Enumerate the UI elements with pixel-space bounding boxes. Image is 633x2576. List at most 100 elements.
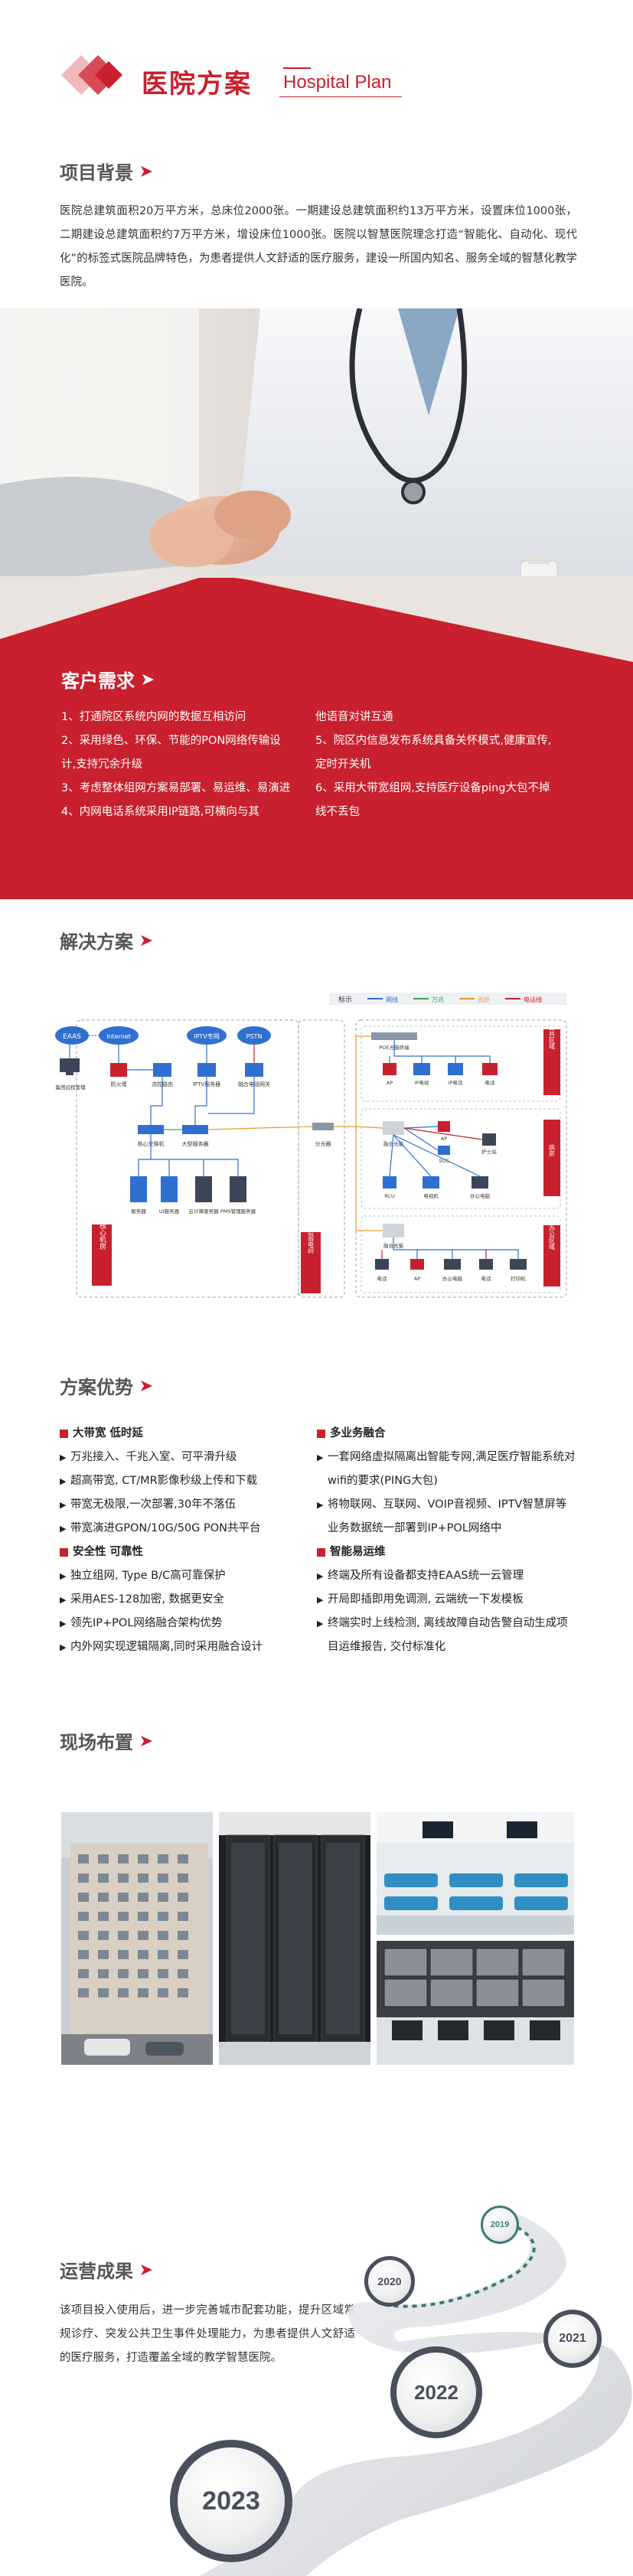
triangle-bullet-icon: ▶: [60, 1500, 67, 1510]
solution-section-title: 解决方案: [60, 927, 153, 954]
connection-lines: [69, 1035, 519, 1259]
chevron-right-icon: [142, 673, 154, 685]
site-section-title: 现场布置: [60, 1727, 153, 1754]
advantage-item-text: 终端及所有设备都支持EAAS统一云管理: [328, 1570, 524, 1582]
data-center-label: 核心机房: [98, 1221, 106, 1251]
advantage-item-text: 开局即插即用免调测, 云端统一下发模板: [328, 1593, 524, 1606]
advantage-item-text: 领先IP+POL网络融合架构优势: [70, 1617, 223, 1629]
advantage-heading-text: 安全性 可靠性: [73, 1546, 144, 1558]
year-2023-marker: 2023: [170, 2440, 292, 2562]
zone-office-label: 办公区域: [549, 1224, 556, 1250]
svg-text:护士站: 护士站: [481, 1148, 497, 1155]
advantages-title-text: 方案优势: [60, 1377, 133, 1398]
requirements-left-column: 1、打通院区系统内网的数据互相访问 2、采用绿色、环保、节能的PON网络传输设计…: [61, 706, 291, 824]
network-topology-diagram: 标示 网线 万兆 光纤 电话线 核心机房 楼层弱电间 公共区域: [46, 983, 574, 1320]
nurse-station-icon: 护士站: [481, 1133, 497, 1155]
advantage-item-text: 万兆接入、千兆入室、可平滑升级: [70, 1451, 237, 1463]
iptv-tv-icon: IP电视: [413, 1063, 430, 1086]
advantage-item: ▶万兆接入、千兆入室、可平滑升级: [60, 1446, 312, 1469]
server-room-photo: [219, 1812, 370, 2065]
advantage-heading: 多业务融合: [317, 1422, 577, 1446]
svg-text:办公电脑: 办公电脑: [442, 1275, 463, 1282]
red-square-bullet-icon: [317, 1548, 325, 1557]
triangle-bullet-icon: ▶: [60, 1453, 67, 1462]
svg-text:分光器: 分光器: [315, 1140, 331, 1147]
svg-text:电视机: 电视机: [423, 1192, 439, 1199]
advantage-item-text: 一套网络虚拟隔离出智能专网,满足医疗智能系统对wifi的要求(PING大包): [328, 1451, 576, 1487]
advantage-item: ▶超高带宽, CT/MR影像秒级上传和下载: [60, 1469, 312, 1493]
svg-text:电话线: 电话线: [524, 996, 542, 1003]
advantage-item-text: 采用AES-128加密, 数据更安全: [70, 1593, 224, 1606]
advantage-item: ▶内外网实现逻辑隔离,同时采用融合设计: [60, 1635, 312, 1659]
svg-text:网线: 网线: [386, 996, 398, 1003]
advantage-item: ▶采用AES-128加密, 数据更安全: [60, 1588, 312, 1612]
waiting-hall-photo: [377, 1812, 574, 1935]
requirements-background-band: [0, 578, 633, 899]
office-phone2-icon: 电话: [479, 1259, 493, 1282]
chevron-right-icon: [141, 1380, 152, 1391]
advantage-item-text: 带宽演进GPON/10G/50G PON共平台: [70, 1522, 261, 1534]
ui-server-icon: UI服务器: [159, 1176, 180, 1215]
svg-text:光纤: 光纤: [478, 996, 490, 1003]
advantage-item: ▶领先IP+POL网络融合架构优势: [60, 1612, 312, 1635]
svg-text:电话: 电话: [481, 1275, 492, 1282]
triangle-bullet-icon: ▶: [60, 1476, 67, 1486]
hospital-building-photo: [61, 1812, 213, 2065]
red-square-bullet-icon: [60, 1548, 68, 1557]
triangle-bullet-icon: ▶: [317, 1500, 324, 1510]
internet-cloud-icon: Internet: [99, 1026, 139, 1045]
advantage-heading: 大带宽 低时延: [60, 1422, 312, 1446]
advantage-item: ▶ 开局即插即用免调测, 云端统一下发模板: [317, 1588, 577, 1612]
svg-text:防火墙: 防火墙: [111, 1081, 127, 1087]
svg-text:PSTN: PSTN: [246, 1033, 263, 1040]
svg-text:AP: AP: [387, 1080, 393, 1086]
svg-text:IP电话: IP电话: [449, 1079, 463, 1086]
advantage-heading-text: 智能易运维: [330, 1546, 386, 1558]
page-title: 医院方案: [142, 69, 252, 99]
chevron-right-icon: [141, 165, 152, 177]
triangle-bullet-icon: ▶: [317, 1571, 324, 1581]
advantages-left-column: 大带宽 低时延▶万兆接入、千兆入室、可平滑升级▶超高带宽, CT/MR影像秒级上…: [60, 1422, 312, 1659]
advantage-item: ▶ 一套网络虚拟隔离出智能专网,满足医疗智能系统对wifi的要求(PING大包): [317, 1446, 577, 1493]
ip-phone-icon: IP电话: [448, 1063, 463, 1086]
svg-text:大型服务器: 大型服务器: [182, 1140, 209, 1147]
advantage-item-text: 独立组网, Type B/C高可靠保护: [70, 1570, 226, 1582]
title-underline: [279, 96, 402, 97]
year-2020-marker: 2020: [364, 2256, 415, 2307]
office-ap-icon: AP: [410, 1259, 424, 1282]
advantage-item-text: 带宽无极限,一次部署,30年不落伍: [70, 1498, 237, 1511]
zone-ward-label: 病房: [549, 1143, 556, 1157]
weak-room-label: 楼层弱电间: [308, 1222, 315, 1254]
office-phone-icon: 电话: [375, 1259, 389, 1282]
firewall-icon: 防火墙: [110, 1063, 127, 1087]
page-title-english: Hospital Plan: [283, 72, 392, 93]
pstn-cloud-icon: PSTN: [237, 1026, 271, 1045]
year-2019-marker: 2019: [481, 2206, 519, 2244]
phone-icon: 电话: [482, 1063, 498, 1086]
title-accent-line: [283, 67, 311, 69]
triangle-bullet-icon: ▶: [317, 1595, 324, 1605]
svg-text:集团远程管理: 集团远程管理: [56, 1084, 86, 1091]
requirement-item: 5、院区内信息发布系统具备关怀模式,健康宣传,定时开关机: [315, 735, 552, 771]
svg-text:服务器: 服务器: [131, 1208, 146, 1215]
advantage-heading-text: 多业务融合: [330, 1427, 386, 1440]
chevron-right-icon: [141, 1735, 152, 1746]
ward-ap-icon: AP: [438, 1121, 450, 1142]
office-pc-icon: 办公电脑: [470, 1176, 491, 1199]
remote-management-pc-icon: 集团远程管理: [56, 1058, 86, 1091]
pms-server-icon: PMS管理服务器: [220, 1176, 256, 1215]
monitoring-center-photo: [377, 1941, 574, 2065]
splitter-icon: 分光器: [312, 1123, 334, 1147]
svg-text:SOS: SOS: [439, 1158, 449, 1164]
svg-text:RCU: RCU: [384, 1193, 395, 1199]
requirement-item: 1、打通院区系统内网的数据互相访问: [61, 711, 246, 723]
requirement-item: 4、内网电话系统采用IP链路,可横向与其: [61, 806, 259, 818]
triangle-bullet-icon: ▶: [60, 1524, 67, 1534]
advantage-item-text: 终端实时上线检测, 离线故障自动告警自动生成项目运维报告, 交付标准化: [328, 1617, 568, 1653]
advantage-item-text: 内外网实现逻辑隔离,同时采用融合设计: [70, 1641, 263, 1653]
requirements-right-column: 他语音对讲互通 5、院区内信息发布系统具备关怀模式,健康宣传,定时开关机 6、采…: [315, 706, 553, 824]
svg-text:EAAS: EAAS: [63, 1033, 81, 1041]
advantage-heading-text: 大带宽 低时延: [73, 1427, 144, 1440]
advantage-heading: 安全性 可靠性: [60, 1541, 312, 1564]
triangle-bullet-icon: ▶: [317, 1453, 324, 1462]
